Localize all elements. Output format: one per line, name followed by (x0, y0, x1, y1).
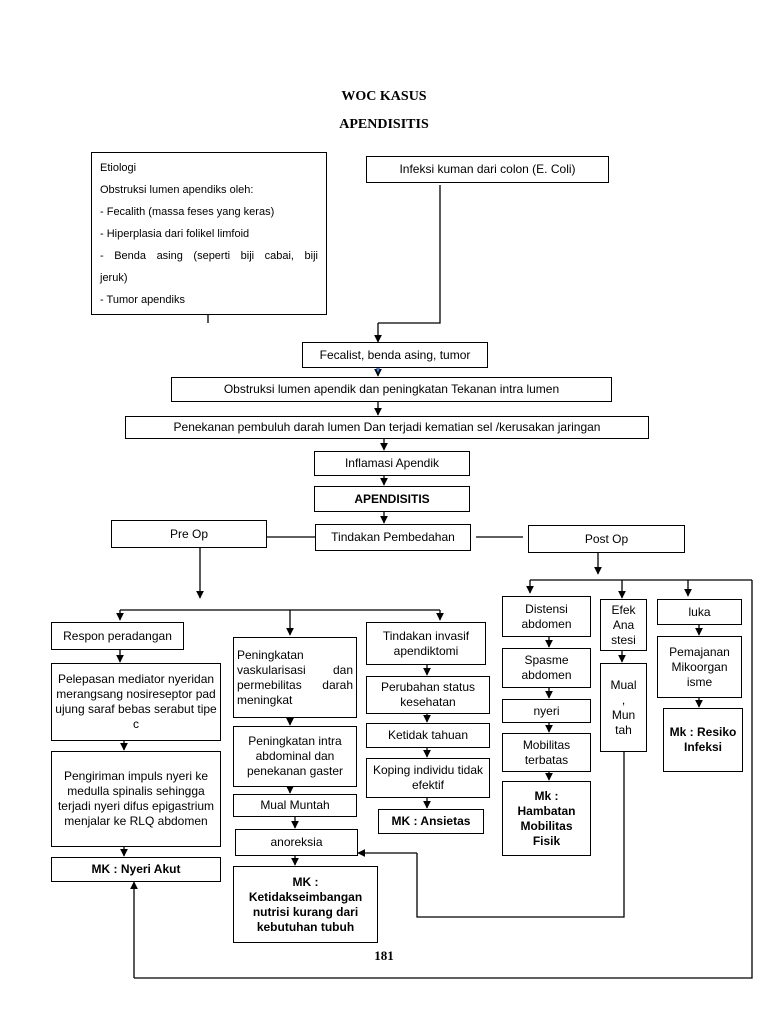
etiologi-box: Etiologi Obstruksi lumen apendiks oleh: … (91, 152, 327, 315)
distensi-abdomen-box: Distensi abdomen (502, 596, 591, 637)
mk-nutrisi-box: MK : Ketidakseimbangan nutrisi kurang da… (233, 866, 378, 943)
obstruksi-box: Obstruksi lumen apendik dan peningkatan … (171, 377, 612, 402)
koping-individu-box: Koping individu tidak efektif (366, 758, 490, 798)
pengiriman-impuls-box: Pengiriman impuls nyeri ke medulla spina… (51, 751, 221, 847)
pemajanan-mikroorganisme-box: Pemajanan Mikoorgan isme (657, 636, 742, 698)
title-line-1: WOC KASUS (341, 89, 427, 104)
mk-nyeri-akut-box: MK : Nyeri Akut (51, 857, 221, 882)
connector-infeksi (378, 185, 441, 324)
etiologi-item: jeruk) (100, 272, 128, 284)
ketidaktahuan-box: Ketidak tahuan (366, 723, 490, 748)
mual-return-line (416, 752, 625, 918)
mk-hambatan-mobilitas-box: Mk : Hambatan Mobilitas Fisik (502, 781, 591, 856)
tindakan-pembedahan-box: Tindakan Pembedahan (315, 524, 471, 551)
etiologi-intro: Obstruksi lumen apendiks oleh: (100, 184, 254, 196)
mk-ansietas-box: MK : Ansietas (378, 809, 484, 834)
title-line-2: APENDISITIS (339, 117, 429, 132)
mobilitas-terbatas-box: Mobilitas terbatas (502, 733, 591, 772)
etiologi-item: - Tumor apendiks (100, 294, 185, 306)
peningkatan-intra-abdominal-box: Peningkatan intra abdominal dan penekana… (233, 726, 357, 787)
post-op-right-return (134, 580, 753, 979)
spasme-abdomen-box: Spasme abdomen (502, 648, 591, 688)
nyeri-post-box: nyeri (502, 699, 591, 723)
mual-muntah-post-box: Mual , Mun tah (600, 663, 647, 752)
infeksi-box: Infeksi kuman dari colon (E. Coli) (366, 156, 609, 183)
etiologi-item: - Benda asing (seperti biji cabai, biji (100, 250, 318, 262)
perubahan-status-box: Perubahan status kesehatan (366, 676, 490, 714)
tindakan-invasif-box: Tindakan invasif apendiktomi (366, 622, 486, 665)
pelepasan-mediator-box: Pelepasan mediator nyeridan merangsang n… (51, 663, 221, 741)
anoreksia-box: anoreksia (235, 829, 358, 856)
efek-anastesi-box: Efek Ana stesi (600, 599, 647, 651)
apendisitis-box: APENDISITIS (314, 486, 470, 512)
small-blue-arrow (376, 368, 380, 373)
luka-box: luka (657, 599, 742, 625)
page-number: 181 (374, 948, 394, 963)
peningkatan-vaskularisasi-box: Peningkatan vaskularisasi dan permebilit… (233, 637, 357, 718)
mk-resiko-infeksi-box: Mk : Resiko Infeksi (663, 708, 743, 772)
etiologi-item: - Hiperplasia dari folikel limfoid (100, 228, 250, 240)
mual-muntah-box: Mual Muntah (233, 794, 357, 817)
etiologi-item: - Fecalith (massa feses yang keras) (100, 206, 275, 218)
fecalist-box: Fecalist, benda asing, tumor (302, 342, 488, 368)
penekanan-box: Penekanan pembuluh darah lumen Dan terja… (125, 416, 649, 439)
respon-peradangan-box: Respon peradangan (51, 622, 184, 650)
pre-op-box: Pre Op (111, 520, 267, 548)
post-op-box: Post Op (528, 525, 685, 553)
etiologi-heading: Etiologi (100, 162, 137, 174)
inflamasi-box: Inflamasi Apendik (314, 451, 470, 476)
